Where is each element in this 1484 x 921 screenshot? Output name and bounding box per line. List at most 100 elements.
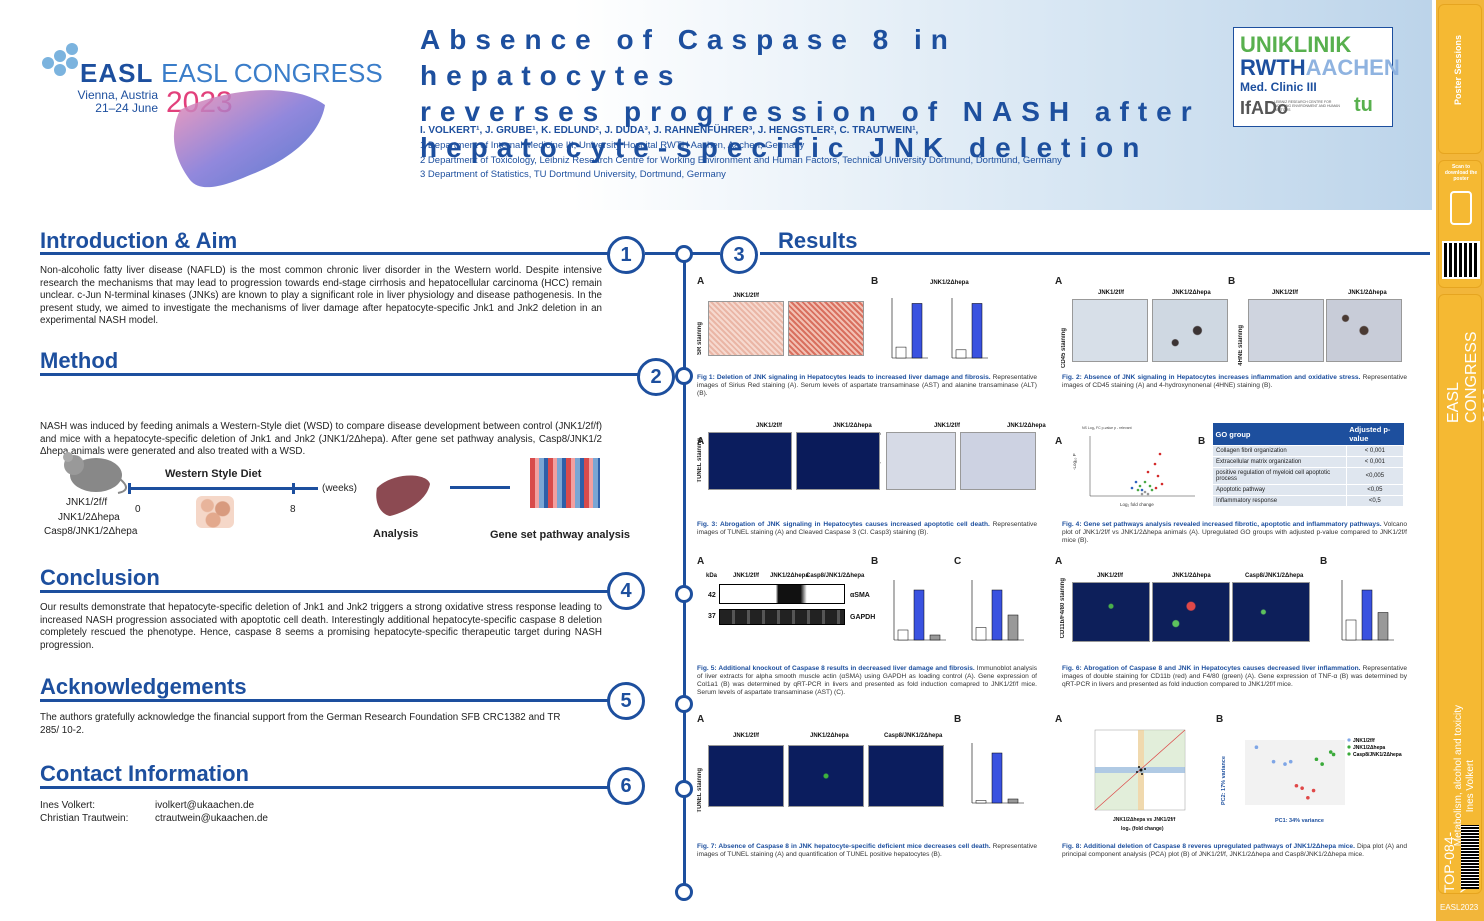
fig5-caption: Fig. 5: Additional knockout of Caspase 8… — [697, 665, 1038, 696]
genotype-3: Casp8/JNK1/2Δhepa — [44, 526, 138, 537]
fig7-panel-a: A — [697, 714, 705, 725]
fig3-panel-a: A — [697, 436, 705, 447]
bar — [991, 589, 1003, 641]
authors: I. VOLKERT¹, J. GRUBE¹, K. EDLUND², J. D… — [420, 125, 919, 136]
easl-logo-text: EASL EASL CONGRESS — [80, 58, 383, 88]
section-number-1: 1 — [607, 236, 645, 274]
pca-point — [1328, 750, 1333, 754]
session-info-block: EASL CONGRESS 2023 Metabolism, alcohol a… — [1438, 294, 1484, 894]
fig5-42: 42 — [708, 592, 716, 599]
fig2-label-3: JNK1/2f/f — [1272, 290, 1299, 296]
fig5-col-3: Casp8/JNK1/2Δhepa — [806, 573, 865, 579]
fig5-panel-a: A — [697, 556, 705, 567]
bar — [913, 589, 925, 641]
fig3-label-4: JNK1/2Δhepa — [1007, 423, 1046, 429]
fig8-dipa-plot: JNK1/2Δhepa vs JNK1/2f/f log₂ (fold chan… — [1065, 725, 1195, 835]
liver-graphic — [160, 80, 330, 195]
fig3-label-1: JNK1/2f/f — [756, 423, 783, 429]
tick-8 — [292, 483, 295, 494]
fig1-bar-charts — [878, 290, 1038, 370]
svg-text:Log₂ fold change: Log₂ fold change — [1120, 502, 1154, 507]
method-title: Method — [40, 348, 119, 373]
fig7-label-2: JNK1/2Δhepa — [810, 733, 849, 739]
poster-title: Absence of Caspase 8 in hepatocytes reve… — [420, 24, 1201, 163]
tick-0 — [128, 483, 131, 494]
fig1-side-label: SR staining — [697, 322, 703, 356]
timeline-dot — [675, 245, 693, 263]
bar — [975, 627, 987, 641]
fig6-img-casp8 — [1232, 582, 1310, 642]
section-number-3: 3 — [720, 236, 758, 274]
svg-text:-Log₁₀ P: -Log₁₀ P — [1072, 453, 1077, 470]
fig4-panel-a: A — [1055, 436, 1063, 447]
timeline-line-left — [683, 260, 686, 895]
fig7-label-1: JNK1/2f/f — [733, 733, 760, 739]
fig6-panel-b: B — [1320, 556, 1328, 567]
fig7-label-3: Casp8/JNK1/2Δhepa — [884, 733, 943, 739]
fig2-side-2: 4HNE staining — [1238, 325, 1244, 366]
liver-icon — [372, 470, 432, 520]
contact-name-1: Ines Volkert: — [40, 800, 96, 811]
conclusion-rule — [40, 590, 610, 593]
timeline-dot — [675, 780, 693, 798]
contact-name-2: Christian Trautwein: — [40, 813, 129, 824]
bar — [975, 800, 987, 804]
fig5-panel-b: B — [871, 556, 879, 567]
bar — [1007, 798, 1019, 804]
method-text: NASH was induced by feeding animals a We… — [40, 421, 602, 458]
fig7-tunel-ff — [708, 745, 784, 807]
fig1-label-ff: JNK1/2f/f — [733, 293, 760, 299]
fig4-panel-b: B — [1198, 436, 1206, 447]
arrow-to-gsa — [450, 486, 510, 489]
fig1-sr-image-hepa — [788, 301, 864, 356]
fig8-panel-a: A — [1055, 714, 1063, 725]
conclusion-text: Our results demonstrate that hepatocyte-… — [40, 602, 602, 651]
download-block[interactable]: Scan to download the poster — [1438, 160, 1482, 288]
bar — [1377, 612, 1389, 641]
fig6-img-ff — [1072, 582, 1150, 642]
pca-point — [1294, 783, 1299, 788]
fig2-label-2: JNK1/2Δhepa — [1172, 290, 1211, 296]
fig3-tunel-ff — [708, 432, 792, 490]
bar — [1361, 589, 1373, 641]
pca-point — [1311, 788, 1316, 793]
results-rule — [760, 252, 1430, 255]
pca-point — [1283, 762, 1287, 766]
fig3-label-2: JNK1/2Δhepa — [833, 423, 872, 429]
svg-text:NS Log₂ FC p-value p - r: NS Log₂ FC p-value p - relevant — [1082, 426, 1132, 430]
fig3-caption: Fig. 3: Abrogation of JNK signaling in H… — [697, 521, 1037, 536]
go-table-row: Apoptotic pathway<0,05 — [1212, 484, 1405, 496]
fig3-label-3: JNK1/2f/f — [934, 423, 961, 429]
fig3-casp3-ff — [886, 432, 956, 490]
fig7-tunel-casp8 — [868, 745, 944, 807]
fig6-label-3: Casp8/JNK1/2Δhepa — [1245, 573, 1304, 579]
svg-text:PC2: 17% variance: PC2: 17% variance — [1221, 756, 1227, 805]
fig2-4hne-hepa — [1326, 299, 1402, 362]
contact-email-2[interactable]: ctrautwein@ukaachen.de — [155, 813, 268, 824]
fig3-side-1: TUNEL staining — [697, 438, 703, 483]
fig5-ast-chart — [958, 572, 1038, 652]
fig7-tunel-hepa — [788, 745, 864, 807]
genotype-2: JNK1/2Δhepa — [58, 512, 120, 523]
genotype-1: JNK1/2f/f — [66, 497, 108, 508]
pca-point — [1331, 752, 1336, 757]
bar — [955, 349, 967, 359]
fig5-panel-c: C — [954, 556, 962, 567]
pca-legend: JNK1/2Δhepa — [1353, 745, 1385, 751]
pca-point — [1271, 759, 1276, 764]
contact-email-1[interactable]: ivolkert@ukaachen.de — [155, 800, 255, 811]
fig2-cd45-ff — [1072, 299, 1148, 362]
fig6-tnf-chart — [1328, 572, 1404, 652]
week-0: 0 — [135, 504, 141, 515]
fig2-side-1: CD45 staining — [1061, 328, 1067, 369]
fig2-label-4: JNK1/2Δhepa — [1348, 290, 1387, 296]
poster-sessions-badge: Poster Sessions — [1438, 4, 1482, 154]
phone-icon — [1450, 191, 1472, 225]
svg-text:JNK1/2Δhepa vs JNK1/2f/f: JNK1/2Δhepa vs JNK1/2f/f — [1113, 817, 1176, 823]
section-number-4: 4 — [607, 572, 645, 610]
fig6-img-hepa — [1152, 582, 1230, 642]
fig8-caption: Fig. 8: Additional deletion of Caspase 8… — [1062, 843, 1408, 858]
fig5-blot-gapdh — [719, 609, 845, 625]
fig5-col1a1-chart — [880, 572, 960, 652]
pca-point — [1314, 757, 1319, 762]
